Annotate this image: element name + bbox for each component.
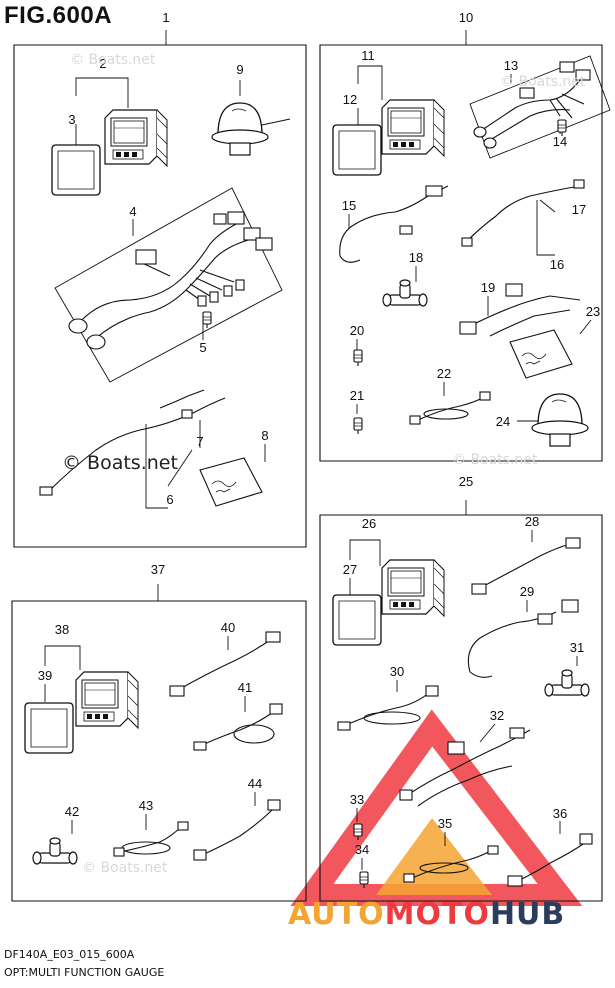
callout-3: 3 bbox=[68, 112, 75, 127]
tee-connector-31 bbox=[544, 669, 590, 697]
callout-22: 22 bbox=[437, 366, 451, 381]
group-box-10 bbox=[319, 44, 603, 462]
cable-43 bbox=[113, 821, 189, 857]
callout-33: 33 bbox=[350, 792, 364, 807]
cable-36 bbox=[507, 833, 593, 887]
callout-31: 31 bbox=[570, 640, 584, 655]
cable-15 bbox=[339, 185, 449, 263]
callout-15: 15 bbox=[342, 198, 356, 213]
callout-24: 24 bbox=[496, 414, 510, 429]
callout-36: 36 bbox=[553, 806, 567, 821]
callout-23: 23 bbox=[586, 304, 600, 319]
callout-44: 44 bbox=[248, 776, 262, 791]
cable-16 bbox=[461, 179, 585, 247]
brand-text-auto: AUTO bbox=[288, 897, 385, 932]
callout-5: 5 bbox=[199, 340, 206, 355]
callout-38: 38 bbox=[55, 622, 69, 637]
cable-28 bbox=[471, 537, 581, 595]
antenna-24 bbox=[531, 393, 589, 447]
group-box-1 bbox=[13, 44, 307, 548]
gauge-unit-38 bbox=[75, 671, 139, 729]
kit-bag-8 bbox=[199, 457, 263, 507]
callout-39: 39 bbox=[38, 668, 52, 683]
callout-8: 8 bbox=[261, 428, 268, 443]
watermark-boats-3: © Boats.net bbox=[452, 452, 538, 468]
callout-2: 2 bbox=[99, 56, 106, 71]
cable-41 bbox=[193, 703, 283, 751]
callout-18: 18 bbox=[409, 250, 423, 265]
callout-32: 32 bbox=[490, 708, 504, 723]
cable-30 bbox=[337, 685, 439, 731]
cable-22 bbox=[409, 391, 491, 425]
callout-14: 14 bbox=[553, 134, 567, 149]
gauge-visor-27 bbox=[332, 594, 382, 646]
callout-21: 21 bbox=[350, 388, 364, 403]
callout-6: 6 bbox=[166, 492, 173, 507]
callout-17: 17 bbox=[572, 202, 586, 217]
callout-19: 19 bbox=[481, 280, 495, 295]
gauge-unit-11 bbox=[381, 99, 445, 157]
callout-37: 37 bbox=[151, 562, 165, 577]
callout-11: 11 bbox=[361, 48, 375, 63]
gauge-unit-26 bbox=[381, 559, 445, 617]
watermark-boats-1: © Boats.net bbox=[70, 52, 156, 68]
callout-43: 43 bbox=[139, 798, 153, 813]
gauge-unit-2 bbox=[104, 109, 168, 167]
figure-caption: OPT:MULTI FUNCTION GAUGE bbox=[4, 966, 165, 979]
group-box-37 bbox=[11, 600, 307, 902]
callout-9: 9 bbox=[236, 62, 243, 77]
callout-42: 42 bbox=[65, 804, 79, 819]
tee-connector-18 bbox=[382, 279, 428, 307]
callout-20: 20 bbox=[350, 323, 364, 338]
harness-32 bbox=[399, 727, 531, 807]
callout-1: 1 bbox=[162, 10, 169, 25]
gauge-visor-39 bbox=[24, 702, 74, 754]
group-box-25 bbox=[319, 514, 603, 902]
watermark-boats-2: © Boats.net bbox=[500, 74, 586, 90]
callout-25: 25 bbox=[459, 474, 473, 489]
callout-13: 13 bbox=[504, 58, 518, 73]
callout-40: 40 bbox=[221, 620, 235, 635]
callout-41: 41 bbox=[238, 680, 252, 695]
fitting-21 bbox=[353, 417, 363, 435]
callout-27: 27 bbox=[343, 562, 357, 577]
callout-29: 29 bbox=[520, 584, 534, 599]
brand-logo-triangle bbox=[290, 709, 583, 906]
cable-6 bbox=[39, 389, 226, 496]
figure-code: DF140A_E03_015_600A bbox=[4, 948, 135, 961]
callout-26: 26 bbox=[362, 516, 376, 531]
antenna-9 bbox=[211, 102, 291, 156]
screw-5 bbox=[202, 311, 212, 329]
watermark-boats-main: © Boats.net bbox=[62, 452, 178, 474]
callout-34: 34 bbox=[355, 842, 369, 857]
cable-35 bbox=[403, 845, 499, 883]
callout-16: 16 bbox=[550, 257, 564, 272]
callout-30: 30 bbox=[390, 664, 404, 679]
figure-title: FIG.600A bbox=[4, 2, 113, 29]
kit-bag-23 bbox=[509, 329, 573, 379]
callout-7: 7 bbox=[196, 434, 203, 449]
cable-44 bbox=[193, 799, 281, 861]
callout-4: 4 bbox=[129, 204, 136, 219]
cable-29 bbox=[467, 599, 579, 678]
callout-28: 28 bbox=[525, 514, 539, 529]
callout-10: 10 bbox=[459, 10, 473, 25]
watermark-boats-4: © Boats.net bbox=[82, 860, 168, 876]
callout-35: 35 bbox=[438, 816, 452, 831]
harness-4 bbox=[68, 211, 273, 350]
brand-text-moto: MOTO bbox=[384, 897, 490, 932]
gauge-visor-3 bbox=[51, 144, 101, 196]
callout-12: 12 bbox=[343, 92, 357, 107]
gauge-visor-12 bbox=[332, 124, 382, 176]
cable-40 bbox=[169, 631, 281, 697]
harness-13 bbox=[473, 61, 591, 149]
kit-outline-4 bbox=[54, 187, 283, 383]
brand-text-hub: HUB bbox=[489, 897, 566, 932]
kit-outline-13 bbox=[469, 55, 611, 159]
brand-logo-text: AUTOMOTOHUB bbox=[288, 897, 565, 932]
harness-19 bbox=[459, 283, 581, 337]
fitting-20 bbox=[353, 349, 363, 367]
tee-connector-42 bbox=[32, 837, 78, 865]
